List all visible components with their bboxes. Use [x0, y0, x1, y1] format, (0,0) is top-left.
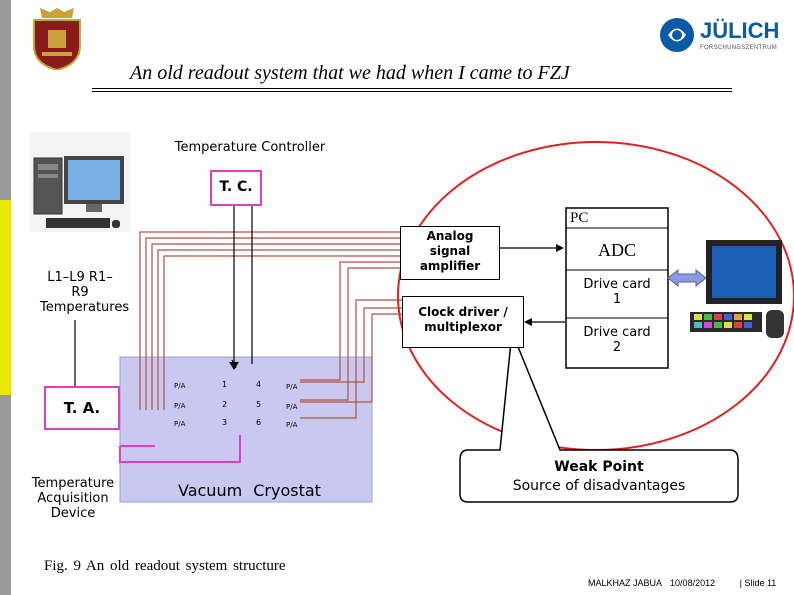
- cell-2: 2: [222, 400, 228, 409]
- clock-driver-label: Clock driver / multiplexor: [418, 305, 508, 334]
- figure-caption: Fig. 9 An old readout system structure: [44, 558, 286, 574]
- julich-logo: JÜLICH FORSCHUNGSZENTRUM: [658, 14, 788, 60]
- analog-amplifier-label: Analog signal amplifier: [419, 229, 481, 273]
- cryostat-cells: P/A 1 4 P/A P/A 2 5 P/A P/A 3 6 P/A: [168, 374, 308, 434]
- julich-name: JÜLICH: [700, 18, 780, 43]
- weak-point-title: Weak Point: [554, 459, 644, 475]
- title-rule-double: [92, 91, 732, 92]
- ta-label-text: Temperature Acquisition Device: [31, 476, 115, 521]
- weak-point-text: Source of disadvantages: [512, 478, 686, 494]
- cell-pa-3: P/A: [174, 420, 186, 428]
- stripe-gray-bottom: [0, 395, 11, 595]
- cell-1: 1: [222, 380, 228, 389]
- cell-4: 4: [256, 380, 262, 389]
- temperature-controller-label: Temperature Controller: [174, 140, 326, 155]
- drive-card-2: Drive card 2: [566, 325, 668, 355]
- footer-author: MALKHAZ JABUA: [588, 578, 662, 588]
- temperatures-label: L1–L9 R1–R9 Temperatures: [20, 270, 140, 315]
- drive-card-1: Drive card 1: [566, 277, 668, 307]
- tc-box: T. C.: [210, 170, 262, 206]
- crest-logo: [28, 8, 86, 70]
- cell-pa2-2: P/A: [286, 403, 298, 411]
- adc-label: ADC: [597, 240, 636, 260]
- ta-label: Temperature Acquisition Device: [28, 476, 118, 521]
- title-rule: [92, 88, 732, 89]
- julich-subtitle: FORSCHUNGSZENTRUM: [700, 45, 778, 51]
- footer-slide: | Slide 11: [739, 578, 777, 588]
- drive-card-2-label: Drive card 2: [583, 325, 651, 355]
- cell-pa-2: P/A: [174, 402, 186, 410]
- cell-6: 6: [256, 418, 262, 427]
- cell-pa2-3: P/A: [286, 421, 298, 429]
- ta-box: T. A.: [44, 386, 120, 430]
- cell-5: 5: [256, 400, 262, 409]
- footer-date: 10/08/2012: [670, 578, 716, 588]
- cell-3: 3: [222, 418, 228, 427]
- analog-amplifier-box: Analog signal amplifier: [400, 226, 500, 280]
- footer: MALKHAZ JABUA 10/08/2012 | Slide 11: [588, 578, 776, 588]
- stripe-gray-top: [0, 0, 11, 200]
- pc-label: PC: [570, 210, 589, 226]
- cell-pa-1: P/A: [174, 382, 186, 390]
- stripe-yellow: [0, 200, 11, 395]
- temperatures-label-text: L1–L9 R1–R9 Temperatures: [40, 270, 130, 315]
- cell-pa2-1: P/A: [286, 383, 298, 391]
- clock-driver-box: Clock driver / multiplexor: [402, 296, 524, 348]
- cryostat-label: Vacuum Cryostat: [178, 481, 321, 500]
- slide-title: An old readout system that we had when I…: [130, 62, 570, 84]
- drive-card-1-label: Drive card 1: [583, 277, 651, 307]
